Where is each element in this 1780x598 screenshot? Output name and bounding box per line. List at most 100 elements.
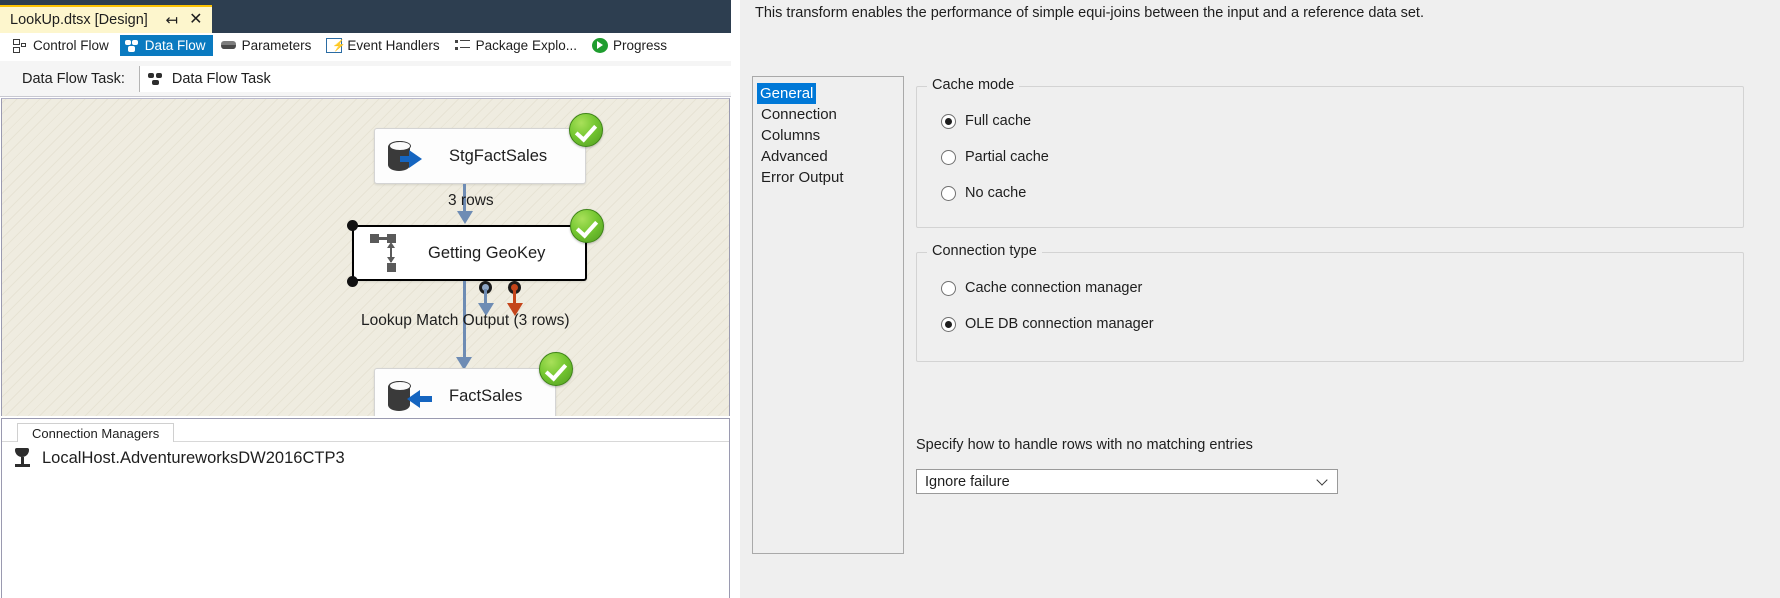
tab-package-explorer[interactable]: Package Explo... bbox=[451, 35, 584, 56]
radio-full-cache-label: Full cache bbox=[965, 113, 1032, 129]
data-flow-task-icon bbox=[147, 72, 165, 86]
radio-partial-cache-label: Partial cache bbox=[965, 149, 1049, 165]
event-handlers-icon: ⚡ bbox=[326, 38, 346, 53]
ole-db-source-icon bbox=[385, 137, 431, 175]
lookup-transformation-editor: This transform enables the performance o… bbox=[740, 0, 1780, 598]
ssis-designer-pane: LookUp.dtsx [Design] ↤ ✕ Control Flow Da… bbox=[0, 0, 731, 598]
nav-item-general-wrap: General bbox=[755, 83, 903, 104]
radio-ole-db-connection-manager-label: OLE DB connection manager bbox=[965, 316, 1154, 332]
document-tab-lookup-dtsx[interactable]: LookUp.dtsx [Design] ↤ ✕ bbox=[0, 5, 212, 33]
node-factsales-label: FactSales bbox=[449, 386, 523, 405]
dialog-body: General Connection Columns Advanced Erro… bbox=[740, 50, 1780, 598]
pane-splitter[interactable] bbox=[731, 0, 740, 598]
tab-parameters[interactable]: Parameters bbox=[217, 35, 319, 56]
tab-parameters-label: Parameters bbox=[241, 38, 312, 53]
radio-partial-cache[interactable]: Partial cache bbox=[941, 149, 1049, 165]
connection-type-group-title: Connection type bbox=[927, 243, 1042, 259]
control-flow-icon bbox=[12, 38, 28, 53]
cache-mode-group-title: Cache mode bbox=[927, 77, 1020, 93]
radio-partial-cache-indicator[interactable] bbox=[941, 149, 956, 165]
status-badge-factsales bbox=[539, 352, 573, 386]
connector-blue-stub-arrow bbox=[478, 303, 494, 316]
no-match-combo-value: Ignore failure bbox=[925, 473, 1010, 490]
status-badge-getting-geokey bbox=[570, 209, 604, 243]
radio-cache-connection-manager-indicator[interactable] bbox=[941, 280, 956, 296]
node-getting-geokey-label: Getting GeoKey bbox=[428, 243, 546, 262]
package-explorer-icon bbox=[454, 38, 471, 53]
connector-lookup-match-output[interactable] bbox=[463, 281, 466, 360]
node-getting-geokey[interactable]: Getting GeoKey bbox=[352, 225, 587, 281]
nav-item-columns[interactable]: Columns bbox=[757, 125, 901, 146]
radio-ole-db-connection-manager-indicator[interactable] bbox=[941, 316, 956, 332]
data-flow-task-label: Data Flow Task: bbox=[22, 70, 125, 87]
node-factsales[interactable]: FactSales bbox=[374, 368, 556, 416]
connector-label-lookup-match-output: Lookup Match Output (3 rows) bbox=[361, 312, 570, 329]
connector-stg-to-lookup[interactable] bbox=[463, 184, 466, 213]
selection-handle-bottom-left[interactable] bbox=[347, 276, 358, 287]
node-stgfactsales-label: StgFactSales bbox=[449, 146, 548, 165]
selection-handle-top-left[interactable] bbox=[347, 220, 358, 231]
connection-manager-item-label: LocalHost.AdventureworksDW2016CTP3 bbox=[42, 448, 345, 467]
connector-label-3-rows: 3 rows bbox=[448, 192, 494, 209]
radio-cache-connection-manager[interactable]: Cache connection manager bbox=[941, 280, 1142, 296]
radio-full-cache-indicator[interactable] bbox=[941, 113, 956, 129]
progress-icon bbox=[591, 38, 608, 53]
tab-control-flow[interactable]: Control Flow bbox=[8, 35, 116, 56]
tab-connection-managers[interactable]: Connection Managers bbox=[17, 423, 175, 442]
connector-stg-to-lookup-arrow bbox=[457, 211, 473, 224]
dialog-general-panel: Cache mode Full cache Partial cache No c… bbox=[916, 76, 1768, 554]
connection-managers-pane: Connection Managers LocalHost.Adventurew… bbox=[1, 418, 730, 598]
nav-item-advanced-label: Advanced bbox=[761, 148, 828, 165]
connection-manager-item[interactable]: LocalHost.AdventureworksDW2016CTP3 bbox=[12, 447, 345, 469]
nav-item-error-output-label: Error Output bbox=[761, 169, 844, 186]
chevron-down-icon bbox=[1318, 479, 1327, 488]
document-tabstrip: LookUp.dtsx [Design] ↤ ✕ bbox=[0, 5, 731, 33]
status-badge-stgfactsales bbox=[569, 113, 603, 147]
connection-managers-tabrow: Connection Managers bbox=[2, 423, 729, 442]
radio-ole-db-connection-manager[interactable]: OLE DB connection manager bbox=[941, 316, 1154, 332]
document-tab-title: LookUp.dtsx [Design] bbox=[10, 12, 148, 28]
cache-mode-group: Cache mode Full cache Partial cache No c… bbox=[916, 77, 1744, 228]
connection-type-group: Connection type Cache connection manager… bbox=[916, 243, 1744, 362]
lookup-transform-icon bbox=[368, 232, 408, 274]
tab-progress[interactable]: Progress bbox=[588, 35, 674, 56]
radio-no-cache-indicator[interactable] bbox=[941, 185, 956, 201]
tab-event-handlers[interactable]: ⚡ Event Handlers bbox=[322, 35, 446, 56]
close-icon[interactable]: ✕ bbox=[189, 11, 203, 28]
connector-lookup-match-output-arrow bbox=[456, 357, 472, 370]
nav-item-general[interactable]: General bbox=[757, 83, 817, 104]
ole-db-destination-icon bbox=[385, 377, 432, 415]
no-match-combo[interactable]: Ignore failure bbox=[916, 469, 1338, 494]
dialog-description: This transform enables the performance o… bbox=[755, 5, 1424, 21]
nav-item-advanced[interactable]: Advanced bbox=[757, 146, 901, 167]
nav-item-columns-label: Columns bbox=[761, 127, 821, 144]
radio-full-cache[interactable]: Full cache bbox=[941, 113, 1031, 129]
connector-error-stub[interactable] bbox=[513, 289, 516, 306]
radio-cache-connection-manager-label: Cache connection manager bbox=[965, 280, 1143, 296]
nav-item-error-output[interactable]: Error Output bbox=[757, 167, 901, 188]
nav-item-connection[interactable]: Connection bbox=[757, 104, 901, 125]
dialog-nav-list[interactable]: General Connection Columns Advanced Erro… bbox=[752, 76, 904, 554]
designer-tab-row: Control Flow Data Flow Parameters ⚡ Even… bbox=[0, 33, 731, 59]
tab-package-explorer-label: Package Explo... bbox=[475, 38, 577, 53]
connector-blue-stub[interactable] bbox=[484, 289, 487, 306]
node-stgfactsales[interactable]: StgFactSales bbox=[374, 128, 586, 184]
connector-error-stub-arrow bbox=[507, 303, 523, 316]
nav-item-connection-label: Connection bbox=[761, 106, 837, 123]
data-flow-icon bbox=[124, 38, 140, 53]
pin-icon[interactable]: ↤ bbox=[165, 11, 179, 29]
no-match-label: Specify how to handle rows with no match… bbox=[916, 437, 1253, 453]
parameters-icon bbox=[220, 38, 237, 53]
data-flow-task-selector-row: Data Flow Task: Data Flow Task bbox=[0, 61, 731, 97]
tab-connection-managers-label: Connection Managers bbox=[32, 425, 160, 441]
radio-no-cache[interactable]: No cache bbox=[941, 185, 1026, 201]
tab-data-flow[interactable]: Data Flow bbox=[119, 35, 213, 56]
connection-manager-icon bbox=[12, 447, 34, 469]
data-flow-task-selected-value: Data Flow Task bbox=[171, 70, 271, 87]
nav-item-general-label: General bbox=[760, 85, 814, 102]
tab-event-handlers-label: Event Handlers bbox=[347, 38, 440, 53]
tab-data-flow-label: Data Flow bbox=[144, 38, 206, 53]
data-flow-task-combo[interactable]: Data Flow Task bbox=[138, 65, 731, 92]
data-flow-canvas[interactable]: StgFactSales 3 rows Getting GeoKey bbox=[1, 98, 730, 416]
